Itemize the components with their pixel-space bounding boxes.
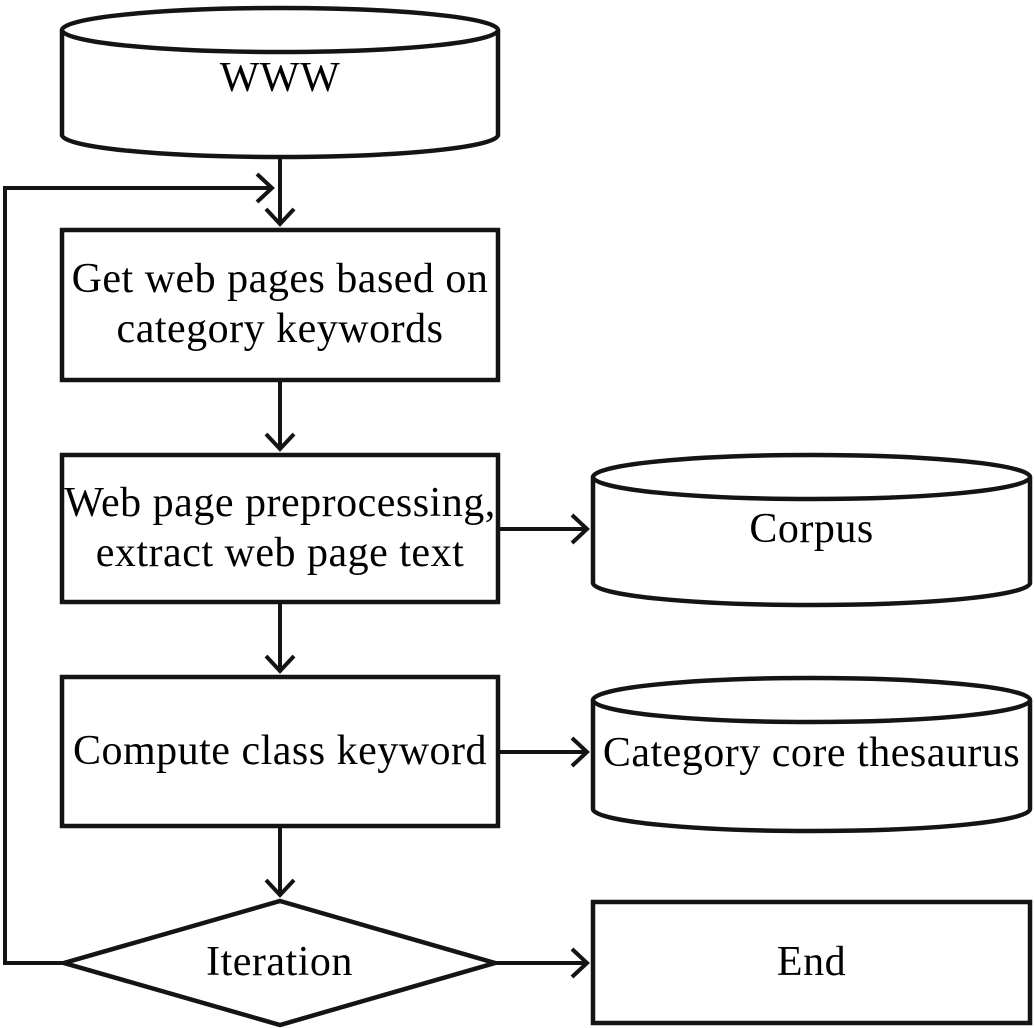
get-web-pages-box [59, 227, 501, 383]
loop-back-arrow-iteration-to-get-web-pages [3, 172, 275, 965]
www-cylinder [59, 5, 501, 160]
iteration-diamond [55, 898, 504, 1028]
corpus-cylinder [590, 452, 1033, 608]
web-page-preprocessing-box [59, 452, 501, 605]
compute-class-keyword-box [59, 674, 501, 829]
category-core-thesaurus-cylinder [590, 675, 1033, 834]
end-box [590, 899, 1033, 1026]
